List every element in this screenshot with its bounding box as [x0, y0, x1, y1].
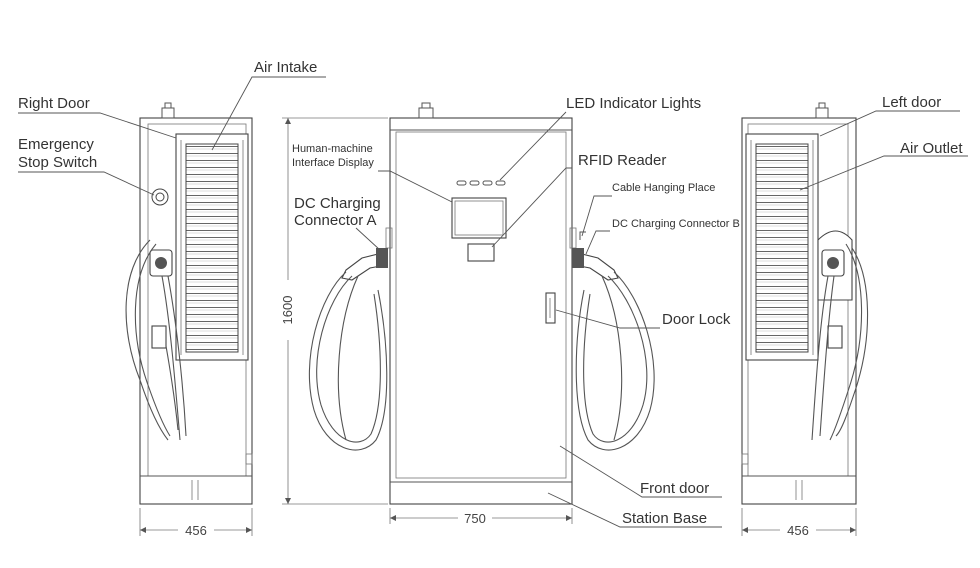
leader-lines	[18, 76, 968, 528]
label-right-door: Right Door	[18, 95, 90, 112]
left-side-view: 456	[125, 102, 253, 538]
hmi-display-icon	[451, 197, 507, 239]
label-air-intake: Air Intake	[254, 59, 317, 76]
right-side-view: 456	[741, 102, 869, 538]
rfid-reader-icon	[467, 243, 495, 262]
label-hmi-line2: Interface Display	[292, 157, 374, 169]
door-lock-icon	[545, 292, 556, 324]
label-cable-hanging-place: Cable Hanging Place	[612, 182, 715, 194]
label-station-base: Station Base	[622, 510, 707, 527]
front-width-dimension: 750	[464, 511, 486, 526]
led-indicator-icons	[456, 180, 506, 186]
label-left-door: Left door	[882, 94, 941, 111]
right-width-dimension: 456	[787, 523, 809, 538]
left-width-dimension: 456	[185, 523, 207, 538]
label-emergency-line1: Emergency	[18, 136, 94, 153]
label-front-door: Front door	[640, 480, 709, 497]
height-dimension: 1600	[280, 296, 295, 325]
label-dc-a-line2: Connector A	[294, 212, 377, 229]
label-door-lock: Door Lock	[662, 311, 731, 328]
label-dc-connector-b: DC Charging Connector B	[612, 218, 740, 230]
label-rfid-reader: RFID Reader	[578, 152, 666, 169]
label-hmi-line1: Human-machine	[292, 143, 373, 155]
front-view: 1600 750	[280, 102, 655, 526]
label-dc-a-line1: DC Charging	[294, 195, 381, 212]
label-air-outlet: Air Outlet	[900, 140, 963, 157]
labels: Air Intake Right Door Emergency Stop Swi…	[18, 59, 963, 527]
label-led-indicator-lights: LED Indicator Lights	[566, 95, 701, 112]
label-emergency-line2: Stop Switch	[18, 154, 97, 171]
